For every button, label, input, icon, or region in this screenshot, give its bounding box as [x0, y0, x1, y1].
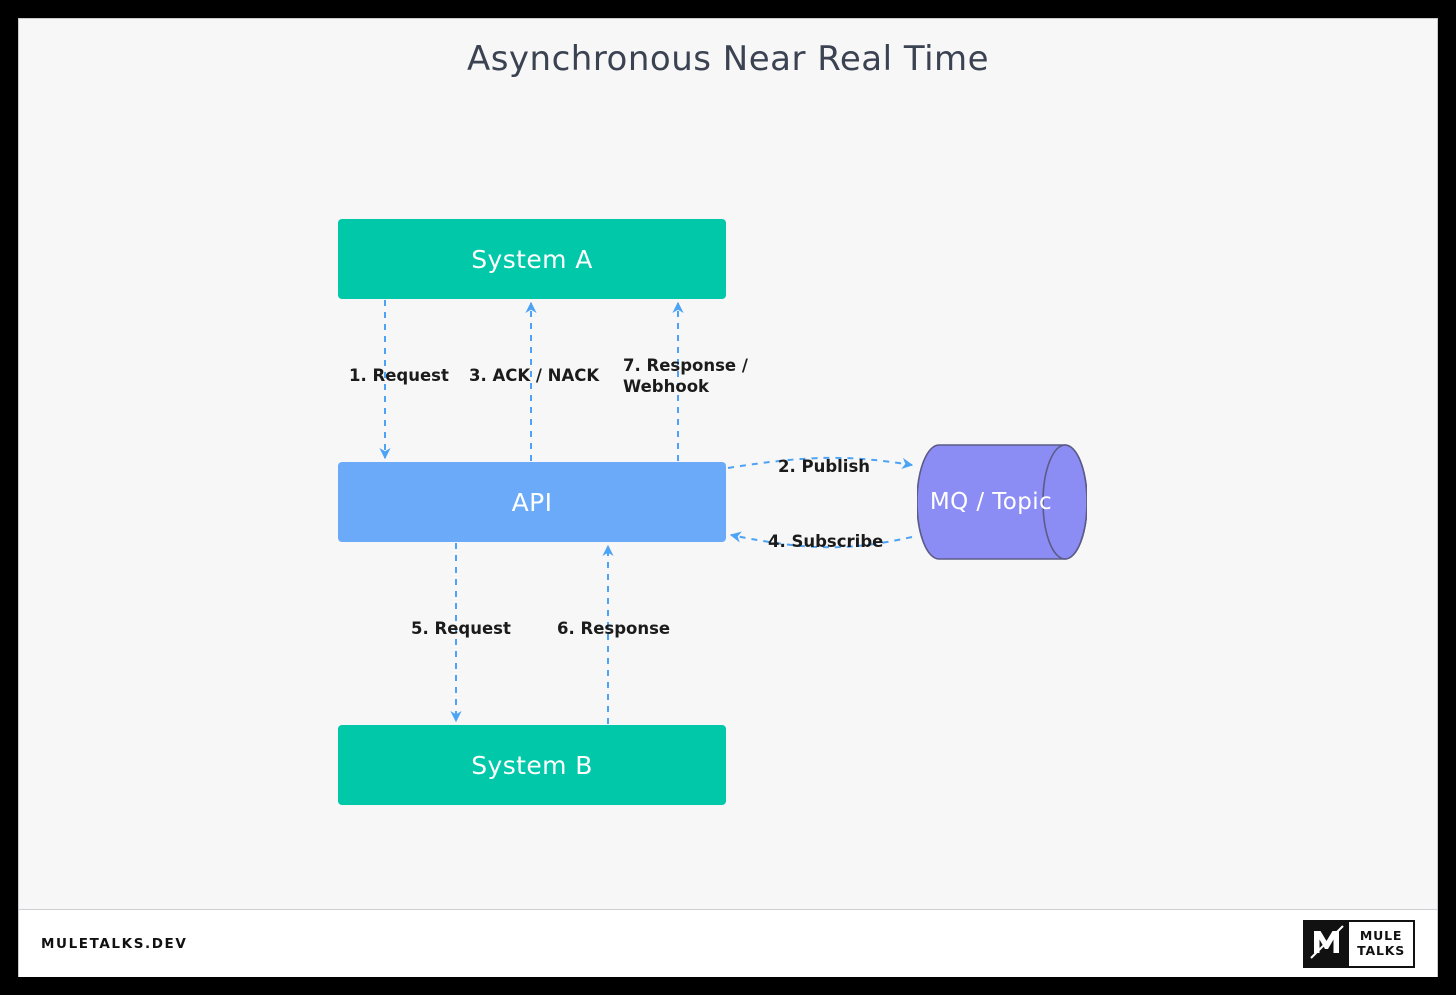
logo-m-mark	[1305, 921, 1350, 966]
edge-label-5-request: 5. Request	[411, 619, 511, 638]
edge-label-1-request: 1. Request	[349, 366, 449, 385]
edge-label-3-ack-nack: 3. ACK / NACK	[469, 366, 600, 385]
edge-label-7-response-webhook: 7. Response / Webhook	[623, 356, 748, 396]
node-api[interactable]: API	[338, 462, 726, 542]
slide-frame: Asynchronous Near Real Time	[18, 18, 1438, 977]
edge-label-2-publish: 2. Publish	[778, 457, 871, 476]
diagram-connectors	[379, 300, 914, 724]
edge-label-6-response: 6. Response	[557, 619, 671, 638]
logo-line-1: MULE	[1359, 928, 1403, 944]
footer-site-name: MULETALKS.DEV	[41, 935, 188, 952]
edge-4-subscribe	[729, 531, 913, 549]
node-mq-label: MQ / Topic	[929, 489, 1053, 515]
muletalks-logo: MULE TALKS	[1303, 919, 1415, 968]
logo-line-2: TALKS	[1357, 942, 1405, 958]
page-title: Asynchronous Near Real Time	[466, 39, 990, 79]
slide-footer: MULETALKS.DEV MULE TALKS	[19, 910, 1437, 977]
edge-2-publish	[727, 456, 914, 469]
node-system-a[interactable]: System A	[338, 219, 726, 299]
slide-canvas: Asynchronous Near Real Time	[19, 19, 1437, 910]
node-system-b[interactable]: System B	[338, 725, 726, 805]
cylinder-shape	[917, 444, 1087, 560]
logo-wordmark: MULE TALKS	[1349, 922, 1413, 966]
edge-label-4-subscribe: 4. Subscribe	[768, 532, 884, 551]
node-mq-topic[interactable]: MQ / Topic	[917, 443, 1087, 561]
